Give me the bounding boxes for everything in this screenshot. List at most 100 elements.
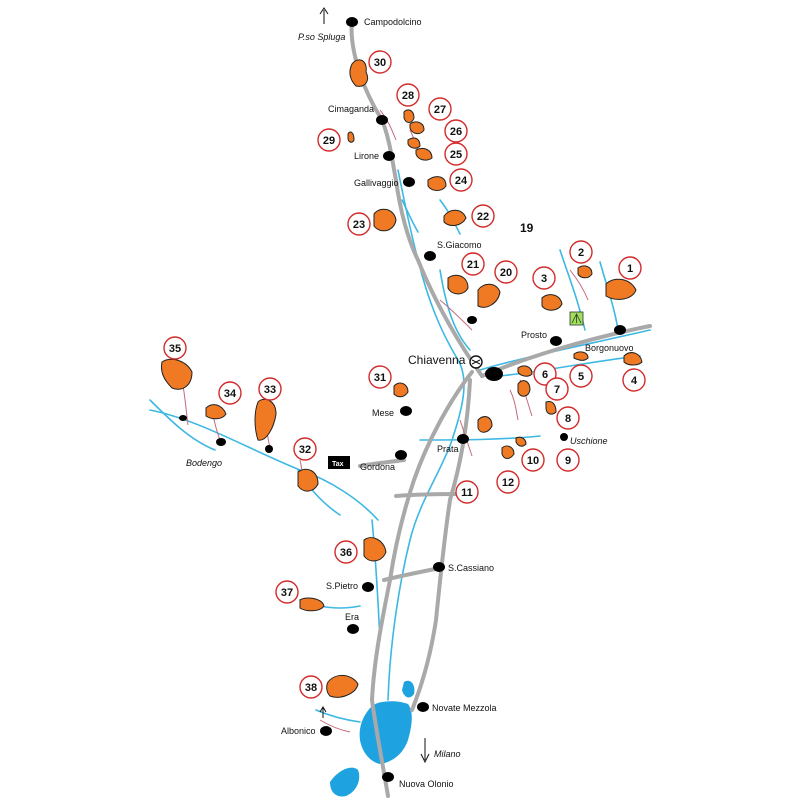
direction-indicators: P.so Spluga Milano — [298, 7, 461, 764]
road-main-south — [370, 370, 474, 702]
sector-label-27: 27 — [434, 104, 446, 116]
town-dot-sgiacomo[interactable] — [424, 251, 436, 261]
sector-marker-31[interactable]: 31 — [368, 365, 392, 389]
sector-marker-3[interactable]: 3 — [532, 266, 556, 290]
town-dot-cimaganda[interactable] — [376, 115, 388, 125]
tax-badge: Tax — [328, 456, 350, 469]
sector-marker-33[interactable]: 33 — [258, 377, 282, 401]
town-dot-campodolcino[interactable] — [346, 17, 358, 27]
town-label-albonico: Albonico — [281, 726, 316, 736]
boulder-31 — [393, 382, 409, 398]
sector-marker-1[interactable]: 1 — [618, 256, 642, 280]
sector-label-5: 5 — [578, 371, 584, 383]
sector-circle-25 — [444, 142, 468, 166]
sector-marker-27[interactable]: 27 — [428, 97, 452, 121]
sector-marker-35[interactable]: 35 — [163, 336, 187, 360]
boulder-27 — [409, 121, 425, 135]
sector-marker-4[interactable]: 4 — [622, 368, 646, 392]
sector-marker-37[interactable]: 37 — [275, 580, 299, 604]
sector-label-32: 32 — [299, 444, 311, 456]
sector-marker-30[interactable]: 30 — [368, 50, 392, 74]
town-dot-olonio[interactable] — [382, 772, 394, 782]
sector-marker-23[interactable]: 23 — [347, 212, 371, 236]
page-number: 19 — [520, 221, 534, 235]
sector-marker-24[interactable]: 24 — [449, 168, 473, 192]
sector-marker-34[interactable]: 34 — [218, 381, 242, 405]
sector-circle-21 — [461, 252, 485, 276]
town-label-prata: Prata — [437, 444, 459, 454]
sector-marker-22[interactable]: 22 — [471, 204, 495, 228]
sector-label-29: 29 — [323, 135, 335, 147]
town-label-bodengo: Bodengo — [186, 458, 222, 468]
town-dot-lirone[interactable] — [383, 151, 395, 161]
road-prata — [410, 378, 472, 712]
sector-marker-21[interactable]: 21 — [461, 252, 485, 276]
tax-icon — [328, 456, 350, 469]
town-label-gordona: Gordona — [360, 462, 395, 472]
sector-label-3: 3 — [541, 273, 547, 285]
trails — [181, 109, 589, 733]
sector-circle-33 — [258, 377, 282, 401]
sector-circle-4 — [622, 368, 646, 392]
town-dot-gallivaggio[interactable] — [403, 177, 415, 187]
sector-marker-36[interactable]: 36 — [334, 540, 358, 564]
sector-marker-29[interactable]: 29 — [317, 128, 341, 152]
sector-label-38: 38 — [305, 682, 317, 694]
sector-marker-9[interactable]: 9 — [556, 448, 580, 472]
town-label-olonio: Nuova Olonio — [399, 779, 454, 789]
sector-label-24: 24 — [455, 175, 468, 187]
sector-label-28: 28 — [402, 90, 414, 102]
town-markers — [179, 17, 626, 782]
town-dot-spietro[interactable] — [362, 582, 374, 592]
boulder-36 — [363, 537, 387, 562]
sector-marker-11[interactable]: 11 — [455, 480, 479, 504]
sector-marker-7[interactable]: 7 — [545, 377, 569, 401]
town-dot-borgonuovo[interactable] — [614, 325, 626, 335]
sector-marker-2[interactable]: 2 — [569, 240, 593, 264]
sector-label-9: 9 — [565, 455, 571, 467]
sector-label-34: 34 — [224, 388, 237, 400]
sector-label-35: 35 — [169, 343, 181, 355]
sector-marker-25[interactable]: 25 — [444, 142, 468, 166]
town-dot-albonico[interactable] — [320, 726, 332, 736]
town-dot-mese[interactable] — [400, 406, 412, 416]
sector-marker-8[interactable]: 8 — [556, 406, 580, 430]
town-dot-gordona[interactable] — [395, 450, 407, 460]
sector-marker-32[interactable]: 32 — [293, 437, 317, 461]
sector-marker-12[interactable]: 12 — [496, 470, 520, 494]
sector-marker-28[interactable]: 28 — [396, 83, 420, 107]
town-dot-extra-3 — [467, 316, 477, 324]
sector-label-6: 6 — [542, 369, 548, 381]
town-dot-scassiano[interactable] — [433, 562, 445, 572]
sector-circle-22 — [471, 204, 495, 228]
sector-label-7: 7 — [554, 384, 560, 396]
sector-circle-10 — [521, 448, 545, 472]
boulder-7 — [517, 380, 531, 397]
sector-marker-26[interactable]: 26 — [444, 119, 468, 143]
roads — [349, 20, 652, 798]
road-cross-2 — [394, 492, 464, 498]
sector-marker-38[interactable]: 38 — [299, 675, 323, 699]
boulder-10 — [501, 445, 515, 459]
town-dot-uschione[interactable] — [560, 433, 568, 441]
town-dot-chiavenna[interactable] — [485, 367, 503, 381]
town-dot-bodengo[interactable] — [216, 438, 226, 446]
sector-circle-5 — [569, 364, 593, 388]
town-dot-extra-2 — [265, 445, 273, 453]
sector-label-12: 12 — [502, 477, 514, 489]
town-dot-era[interactable] — [347, 624, 359, 634]
sector-marker-10[interactable]: 10 — [521, 448, 545, 472]
sector-label-36: 36 — [340, 547, 352, 559]
sector-label-4: 4 — [631, 375, 638, 387]
sector-marker-20[interactable]: 20 — [494, 260, 518, 284]
sector-label-37: 37 — [281, 587, 293, 599]
sector-circle-23 — [347, 212, 371, 236]
boulder-25 — [415, 147, 433, 161]
sector-marker-5[interactable]: 5 — [569, 364, 593, 388]
sector-label-2: 2 — [578, 247, 584, 259]
town-dot-prata[interactable] — [457, 434, 469, 444]
town-dot-prosto[interactable] — [550, 336, 562, 346]
boulder-3 — [541, 294, 563, 311]
town-dot-novate[interactable] — [417, 702, 429, 712]
